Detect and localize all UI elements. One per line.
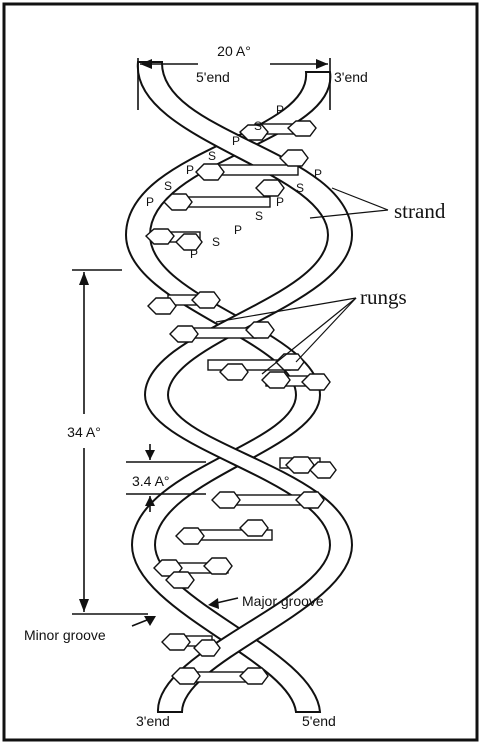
- backbone-letter: P: [232, 134, 240, 148]
- bottom-right-end-label: 5'end: [302, 713, 336, 729]
- major-groove-label: Major groove: [242, 593, 324, 609]
- strand-label: strand: [394, 199, 446, 223]
- backbone-letter: S: [212, 235, 220, 249]
- rungs-label: rungs: [360, 285, 407, 309]
- backbone-letter: P: [190, 247, 198, 261]
- top-left-end-label: 5'end: [196, 69, 230, 85]
- base-pair: [240, 121, 316, 140]
- backbone-letter: P: [146, 195, 154, 209]
- pitch-label: 34 A°: [67, 424, 101, 440]
- rise-label: 3.4 A°: [132, 473, 170, 489]
- backbone-letter: P: [314, 167, 322, 181]
- backbone-letter: S: [255, 209, 263, 223]
- minor-groove-label: Minor groove: [24, 627, 106, 643]
- backbone-letter: P: [276, 195, 284, 209]
- backbone-letter: P: [276, 103, 284, 117]
- backbone-letter: P: [186, 163, 194, 177]
- backbone-letter: S: [254, 119, 262, 133]
- width-label: 20 A°: [217, 43, 251, 59]
- backbone-letter: S: [208, 149, 216, 163]
- backbone-lower: P S P S P S P: [190, 167, 322, 261]
- backbone-letter: S: [164, 179, 172, 193]
- top-right-end-label: 3'end: [334, 69, 368, 85]
- base-pair: [162, 634, 220, 656]
- base-pair: [176, 520, 272, 544]
- major-groove-annotation: Major groove: [208, 593, 324, 609]
- base-pair: [172, 668, 268, 684]
- bottom-left-end-label: 3'end: [136, 713, 170, 729]
- backbone-letter: P: [234, 223, 242, 237]
- backbone-letter: S: [296, 181, 304, 195]
- base-pair: [212, 492, 324, 508]
- minor-groove-annotation: Minor groove: [24, 616, 156, 643]
